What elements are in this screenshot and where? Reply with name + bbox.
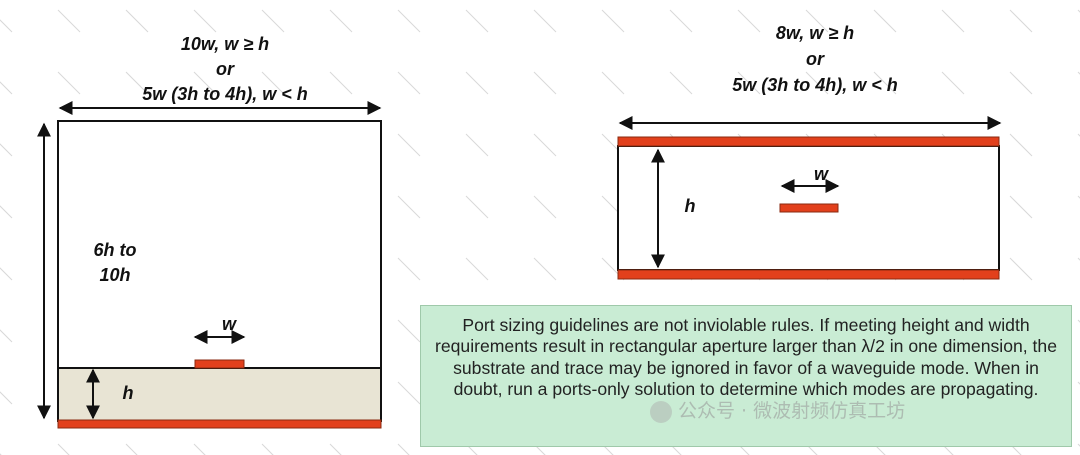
hatch-mark: [397, 319, 421, 343]
hatch-mark: [397, 9, 421, 33]
left-trace: [194, 359, 245, 369]
hatch-mark: [397, 133, 421, 157]
hatch-mark: [601, 443, 614, 455]
hatch-mark: [465, 9, 489, 33]
hatch-mark: [261, 71, 285, 95]
hatch-mark: [397, 195, 421, 219]
hatch-mark: [193, 71, 217, 95]
hatch-mark: [1009, 9, 1033, 33]
hatch-mark: [329, 71, 353, 95]
hatch-mark: [533, 9, 557, 33]
right-top-label-line3: 5w (3h to 4h), w < h: [732, 75, 898, 95]
hatch-mark: [669, 443, 682, 455]
right-top-ground-plane: [617, 136, 1000, 147]
watermark-text: 公众号 · 微波射频仿真工坊: [678, 400, 906, 422]
hatch-mark: [533, 71, 557, 95]
hatch-mark: [941, 9, 965, 33]
left-height-label-line1: 6h to: [93, 240, 137, 260]
left-height-label-line2: 10h: [99, 265, 131, 285]
left-top-label-line3: 5w (3h to 4h), w < h: [142, 84, 308, 104]
hatch-mark: [397, 257, 421, 281]
hatch-mark: [261, 9, 285, 33]
hatch-mark: [397, 381, 421, 405]
hatch-mark: [397, 71, 421, 95]
hatch-mark: [941, 71, 965, 95]
hatch-mark: [805, 71, 829, 95]
watermark: 公众号 · 微波射频仿真工坊: [650, 396, 905, 423]
hatch-mark: [0, 267, 13, 281]
hatch-mark: [0, 453, 2, 455]
hatch-mark: [193, 9, 217, 33]
hatch-mark: [397, 443, 410, 455]
left-substrate: [57, 367, 382, 422]
hatch-mark: [57, 9, 81, 33]
hatch-mark: [1009, 133, 1033, 157]
hatch-mark: [465, 71, 489, 95]
right-height-label: h: [684, 196, 696, 216]
left-top-label-line2: or: [216, 59, 234, 79]
guideline-note-text: Port sizing guidelines are not inviolabl…: [435, 315, 1057, 399]
hatch-mark: [0, 391, 13, 405]
hatch-mark: [601, 9, 625, 33]
right-top-label-line1: 8w, w ≥ h: [775, 23, 855, 43]
right-bottom-ground-plane: [617, 269, 1000, 280]
hatch-mark: [737, 71, 761, 95]
hatch-mark: [0, 205, 13, 219]
hatch-mark: [0, 19, 13, 33]
hatch-mark: [737, 9, 761, 33]
hatch-mark: [125, 9, 149, 33]
hatch-mark: [465, 257, 489, 281]
hatch-mark: [873, 71, 897, 95]
hatch-mark: [57, 443, 70, 455]
hatch-mark: [941, 443, 954, 455]
hatch-mark: [0, 329, 13, 343]
left-top-label-line1: 10w, w ≥ h: [180, 34, 270, 54]
hatch-mark: [1009, 257, 1033, 281]
hatch-mark: [1009, 443, 1022, 455]
hatch-mark: [193, 443, 206, 455]
hatch-mark: [57, 71, 81, 95]
guideline-note-box: Port sizing guidelines are not inviolabl…: [420, 305, 1072, 447]
hatch-mark: [533, 195, 557, 219]
left-ground-plane: [57, 419, 382, 429]
hatch-mark: [1009, 195, 1033, 219]
hatch-mark: [0, 143, 13, 157]
hatch-mark: [465, 195, 489, 219]
hatch-mark: [261, 443, 274, 455]
hatch-mark: [737, 443, 750, 455]
hatch-mark: [533, 443, 546, 455]
hatch-mark: [329, 9, 353, 33]
hatch-mark: [125, 71, 149, 95]
hatch-mark: [669, 9, 693, 33]
right-trace: [779, 203, 839, 213]
hatch-mark: [805, 443, 818, 455]
right-top-label-line2: or: [806, 49, 824, 69]
hatch-mark: [669, 71, 693, 95]
hatch-mark: [533, 133, 557, 157]
hatch-mark: [329, 443, 342, 455]
wechat-logo-icon: [650, 400, 672, 423]
left-substrate-label: h: [122, 383, 134, 403]
hatch-mark: [125, 443, 138, 455]
hatch-mark: [533, 257, 557, 281]
hatch-mark: [601, 71, 625, 95]
right-trace-label: w: [813, 164, 828, 184]
hatch-mark: [873, 9, 897, 33]
hatch-mark: [873, 443, 886, 455]
hatch-mark: [1009, 71, 1033, 95]
left-trace-label: w: [221, 314, 236, 334]
hatch-mark: [465, 443, 478, 455]
hatch-mark: [465, 133, 489, 157]
hatch-mark: [805, 9, 829, 33]
hatch-mark: [0, 81, 13, 95]
